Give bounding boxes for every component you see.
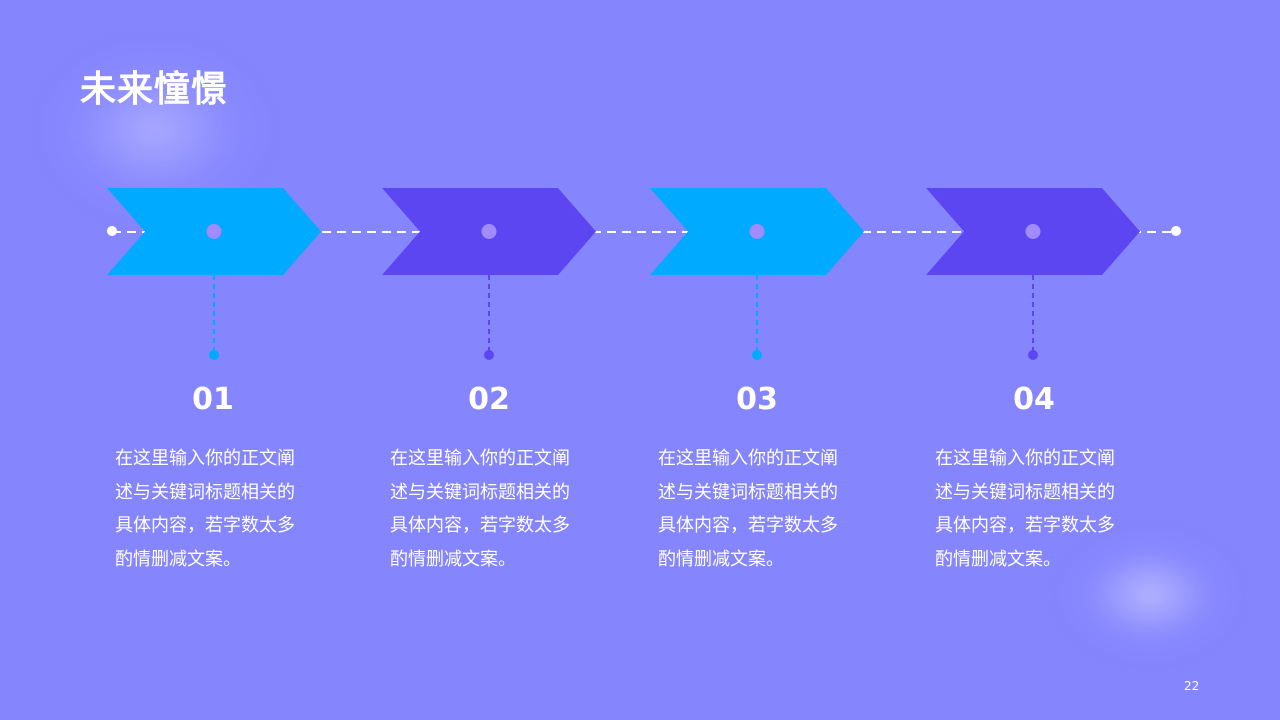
step-number: 03 xyxy=(736,382,778,417)
timeline-start-dot xyxy=(107,226,117,236)
chevron-center-dot xyxy=(749,224,765,239)
step-number: 04 xyxy=(1013,382,1055,417)
step-chevron-3 xyxy=(650,188,864,360)
step-description: 在这里输入你的正文阐述与关键词标题相关的具体内容，若字数太多酌情删减文案。 xyxy=(390,448,570,570)
step-description: 在这里输入你的正文阐述与关键词标题相关的具体内容，若字数太多酌情删减文案。 xyxy=(658,448,838,570)
chevron-center-dot xyxy=(206,224,222,239)
connector-end-dot xyxy=(484,350,494,360)
page-number: 22 xyxy=(1184,679,1200,693)
step-chevron-4 xyxy=(926,188,1140,360)
step-chevron-2 xyxy=(382,188,596,360)
connector-end-dot xyxy=(752,350,762,360)
connector-end-dot xyxy=(1028,350,1038,360)
decorative-glow-bottom-right xyxy=(1060,530,1240,660)
timeline-end-dot xyxy=(1171,226,1181,236)
step-chevron-1 xyxy=(107,188,321,360)
chevron-center-dot xyxy=(481,224,497,239)
step-description: 在这里输入你的正文阐述与关键词标题相关的具体内容，若字数太多酌情删减文案。 xyxy=(115,448,295,570)
step-description: 在这里输入你的正文阐述与关键词标题相关的具体内容，若字数太多酌情删减文案。 xyxy=(935,448,1115,570)
step-number: 01 xyxy=(192,382,234,417)
step-number: 02 xyxy=(468,382,510,417)
chevron-center-dot xyxy=(1025,224,1041,239)
connector-end-dot xyxy=(209,350,219,360)
slide-title: 未来憧憬 xyxy=(80,69,229,110)
